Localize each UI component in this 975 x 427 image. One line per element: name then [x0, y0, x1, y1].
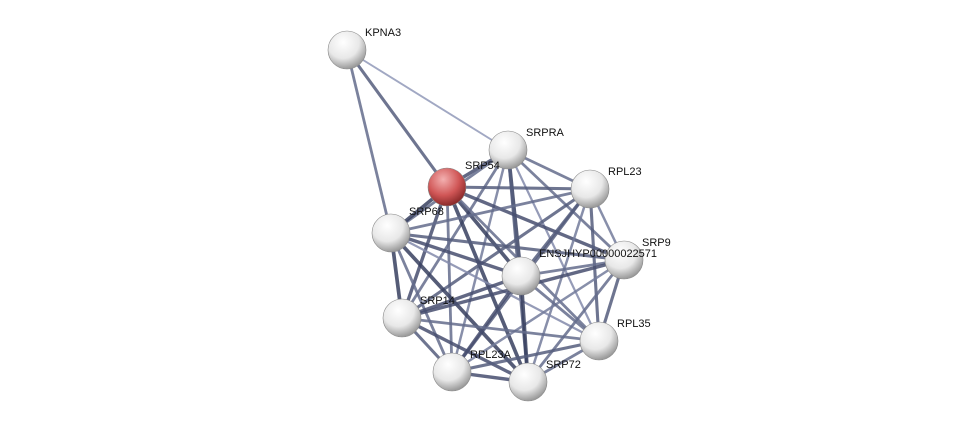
node-srp72[interactable] — [508, 362, 548, 402]
node-label-rpl35: RPL35 — [617, 318, 651, 330]
node-label-kpna3: KPNA3 — [365, 27, 401, 39]
node-srpra[interactable] — [488, 130, 528, 170]
edge-srp54-srp72[interactable] — [445, 186, 530, 383]
node-label-srp54: SRP54 — [465, 160, 500, 172]
edge-rpl23-srp72[interactable] — [526, 188, 592, 383]
node-label-srp68: SRP68 — [409, 206, 444, 218]
edge-srp54-rpl23[interactable] — [446, 185, 591, 191]
node-label-srp9: SRP9 — [642, 237, 671, 249]
nodes-layer — [327, 30, 644, 402]
edge-rpl23-srp14[interactable] — [401, 187, 591, 320]
edge-rpl35-rpl23a[interactable] — [451, 339, 600, 374]
node-label-rpl23a: RPL23A — [470, 349, 512, 361]
node-label-ensjhyp00000022571: ENSJHYP00000022571 — [539, 248, 657, 260]
edge-ensjhyp00000022571-rpl23a[interactable] — [450, 275, 523, 373]
edge-srp68-rpl23a[interactable] — [389, 232, 454, 373]
edge-srp14-rpl35[interactable] — [401, 316, 600, 343]
edge-srp54-srp14[interactable] — [400, 186, 449, 319]
edge-srp68-rpl35[interactable] — [390, 232, 600, 342]
edge-kpna3-srp54[interactable] — [345, 49, 449, 188]
node-rpl35[interactable] — [579, 321, 619, 361]
node-srp9[interactable] — [604, 240, 644, 280]
edge-srp9-rpl23a[interactable] — [451, 258, 625, 374]
edge-srp14-srp72[interactable] — [401, 316, 529, 384]
node-label-srp72: SRP72 — [546, 359, 581, 371]
node-srp14[interactable] — [382, 298, 422, 338]
edge-kpna3-srp68[interactable] — [345, 49, 393, 234]
node-kpna3[interactable] — [327, 30, 367, 70]
edge-kpna3-srpra[interactable] — [346, 49, 509, 151]
node-label-rpl23: RPL23 — [608, 166, 642, 178]
edge-srpra-srp14[interactable] — [400, 149, 510, 319]
node-rpl23a[interactable] — [432, 352, 472, 392]
edge-srp68-srp9[interactable] — [390, 231, 625, 262]
edge-srp68-ensjhyp00000022571[interactable] — [390, 231, 522, 278]
edge-ensjhyp00000022571-srp14[interactable] — [401, 274, 522, 320]
node-srp54[interactable] — [427, 167, 467, 207]
edge-rpl23-srp68[interactable] — [390, 187, 591, 235]
node-rpl23[interactable] — [570, 169, 610, 209]
edge-srp68-srp72[interactable] — [389, 231, 530, 384]
node-ensjhyp00000022571[interactable] — [501, 256, 541, 296]
node-label-srpra: SRPRA — [526, 127, 565, 139]
node-srp68[interactable] — [371, 213, 411, 253]
node-label-srp14: SRP14 — [420, 295, 455, 307]
